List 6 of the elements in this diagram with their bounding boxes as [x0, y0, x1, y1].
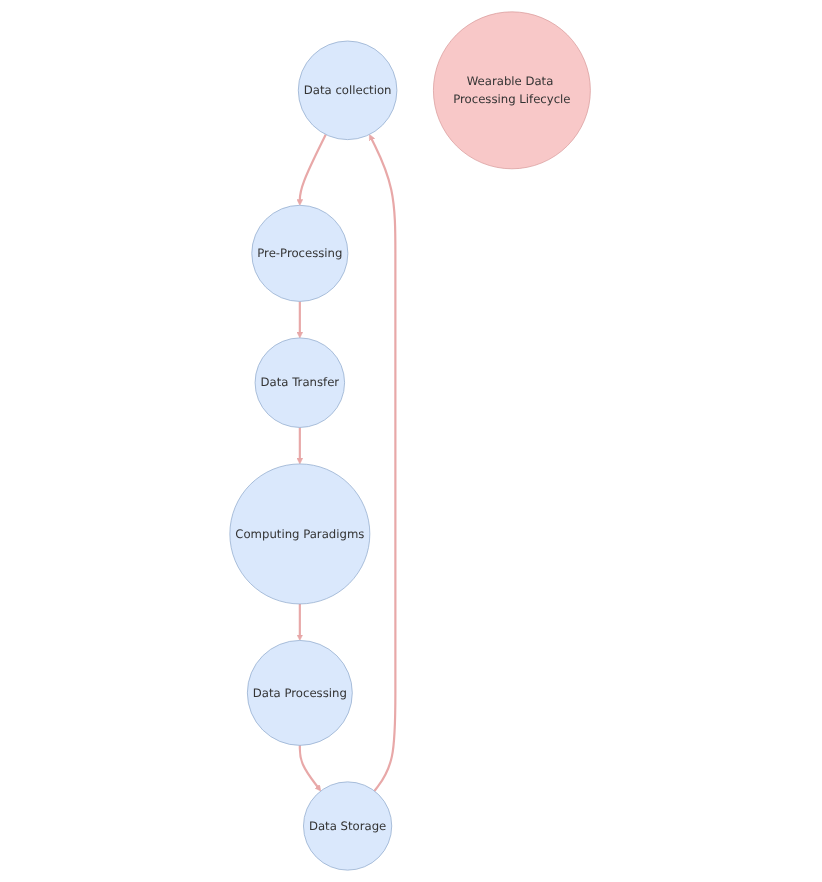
arrow: [297, 603, 304, 641]
arrow: [297, 134, 328, 206]
arrow: [297, 427, 304, 465]
arrow: [297, 301, 304, 339]
arrow: [370, 134, 398, 792]
arrow: [299, 745, 322, 792]
